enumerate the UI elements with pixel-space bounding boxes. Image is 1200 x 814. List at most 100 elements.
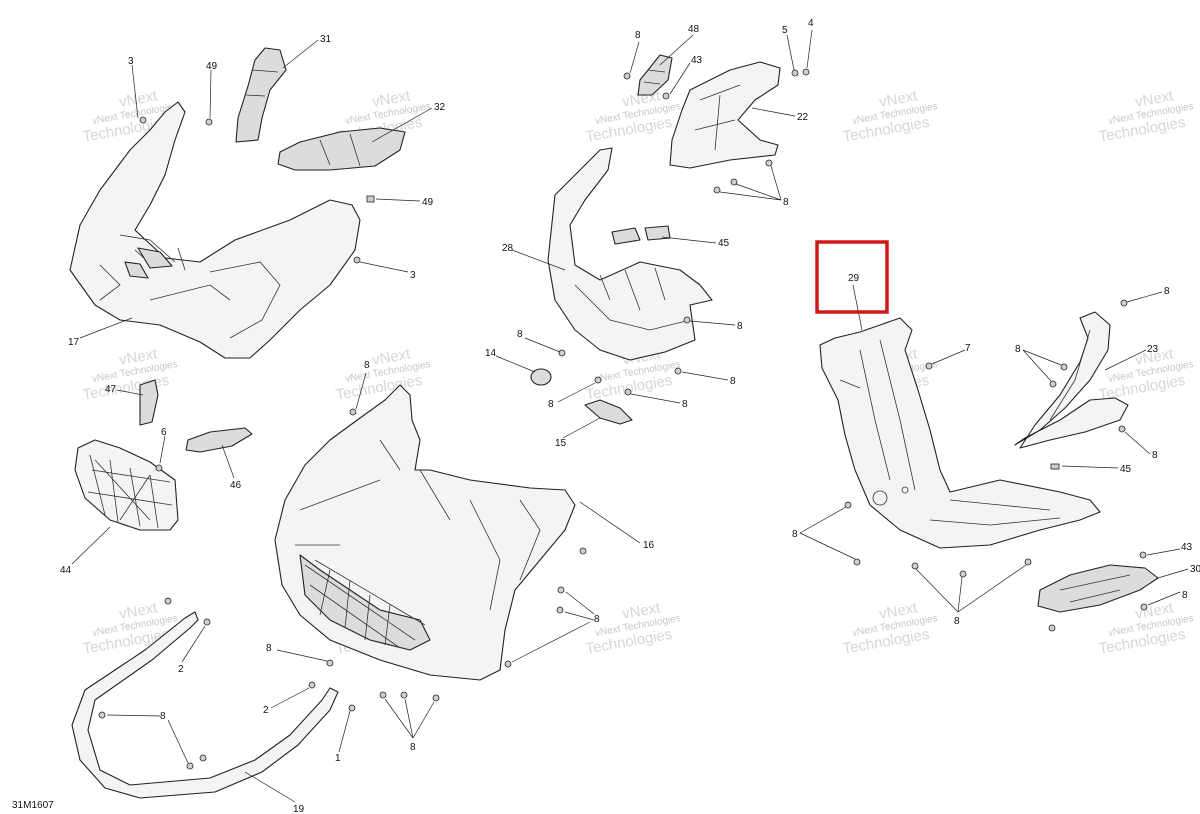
fastener-icon [366,195,375,203]
fastener-icon [379,691,387,699]
callout-8[interactable]: 8 [594,614,600,625]
callout-layer: 3 49 31 32 49 3 17 47 6 46 44 2 8 2 1 8 … [60,18,1200,814]
part-28-side-panel[interactable] [547,147,713,361]
callout-28[interactable]: 28 [502,243,514,254]
callout-43[interactable]: 43 [1181,542,1193,553]
callout-2[interactable]: 2 [263,705,269,716]
part-46-trim[interactable] [185,427,253,453]
part-48-bracket[interactable] [637,54,673,96]
callout-8[interactable]: 8 [792,529,798,540]
callout-8[interactable]: 8 [160,711,166,722]
callout-1[interactable]: 1 [335,753,341,764]
callout-8[interactable]: 8 [737,321,743,332]
fastener-icon [713,186,721,194]
watermark: vNext vNext Technologies Technologies [1097,345,1194,403]
fastener-icon [1140,603,1148,611]
part-47-trim[interactable] [139,379,159,426]
watermark: vNext vNext Technologies Technologies [841,599,938,657]
fastener-icon [911,562,919,570]
callout-2[interactable]: 2 [178,664,184,675]
callout-30[interactable]: 30 [1190,564,1200,575]
part-23-panel[interactable] [1014,311,1129,449]
fastener-icon [1120,299,1128,307]
callout-8[interactable]: 8 [266,643,272,654]
fastener-icon [623,72,631,80]
fastener-icon [308,681,316,689]
callout-15[interactable]: 15 [555,438,567,449]
callout-8[interactable]: 8 [783,197,789,208]
callout-3[interactable]: 3 [128,56,134,67]
callout-48[interactable]: 48 [688,24,700,35]
watermark-text: vNext [118,87,160,111]
watermark: vNext vNext Technologies Technologies [81,345,178,403]
part-32-panel[interactable] [277,127,406,171]
callout-4[interactable]: 4 [808,18,814,29]
watermark-layer: vNext vNext Technologies Technologies vN… [81,87,1194,657]
callout-49[interactable]: 49 [206,61,218,72]
callout-8[interactable]: 8 [682,399,688,410]
watermark-text: vNext [371,87,413,111]
callout-46[interactable]: 46 [230,480,242,491]
callout-7[interactable]: 7 [965,343,971,354]
fastener-icon [765,159,773,167]
callout-8[interactable]: 8 [364,360,370,371]
callout-14[interactable]: 14 [485,348,497,359]
callout-8[interactable]: 8 [517,329,523,340]
part-16-front-nose[interactable] [274,384,576,681]
callout-44[interactable]: 44 [60,565,72,576]
watermark-text: vNext [1134,87,1176,111]
callout-23[interactable]: 23 [1147,344,1159,355]
part-15-trim[interactable] [584,399,633,425]
callout-49[interactable]: 49 [422,197,434,208]
watermark: vNext vNext Technologies Technologies [841,87,938,145]
part-29-side-floor-panel[interactable] [819,317,1101,549]
callout-29[interactable]: 29 [848,273,860,284]
callout-45[interactable]: 45 [1120,464,1132,475]
watermark: vNext vNext Technologies Technologies [334,345,431,403]
part-44-grille[interactable] [74,439,179,531]
callout-8[interactable]: 8 [730,376,736,387]
callout-8[interactable]: 8 [1182,590,1188,601]
callout-8[interactable]: 8 [1015,344,1021,355]
fastener-icon [1118,425,1126,433]
callout-32[interactable]: 32 [434,102,446,113]
callout-8[interactable]: 8 [635,30,641,41]
callout-8[interactable]: 8 [954,616,960,627]
fastener-icon [730,178,738,186]
callout-8[interactable]: 8 [1152,450,1158,461]
part-30-panel[interactable] [1037,564,1159,613]
fastener-icon [556,606,564,614]
callout-43[interactable]: 43 [691,55,703,66]
part-22-panel[interactable] [669,61,781,169]
part-19-bumper[interactable] [71,611,339,799]
fastener-icon [1048,624,1056,632]
fastener-icon [98,711,106,719]
callout-8[interactable]: 8 [410,742,416,753]
callout-47[interactable]: 47 [105,384,117,395]
part-14-cap[interactable] [530,368,552,386]
callout-17[interactable]: 17 [68,337,80,348]
callout-8[interactable]: 8 [1164,286,1170,297]
callout-6[interactable]: 6 [161,427,167,438]
fastener-icon [557,586,565,594]
fastener-icon [1050,463,1060,470]
part-17-upper-fairing[interactable] [69,101,361,359]
fastener-icon [349,408,357,416]
callout-45[interactable]: 45 [718,238,730,249]
callout-31[interactable]: 31 [320,34,332,45]
fastener-icon [579,547,587,555]
callout-3[interactable]: 3 [410,270,416,281]
watermark: vNext vNext Technologies Technologies [1097,87,1194,145]
callout-22[interactable]: 22 [797,112,809,123]
callout-8[interactable]: 8 [548,399,554,410]
callout-19[interactable]: 19 [293,804,305,814]
part-31-panel[interactable] [235,47,287,143]
fastener-icon [205,118,213,126]
callout-5[interactable]: 5 [782,25,788,36]
fastener-icon [432,694,440,702]
fastener-icon [199,754,207,762]
callout-16[interactable]: 16 [643,540,655,551]
fastener-icon [326,659,334,667]
fastener-icon [504,660,512,668]
